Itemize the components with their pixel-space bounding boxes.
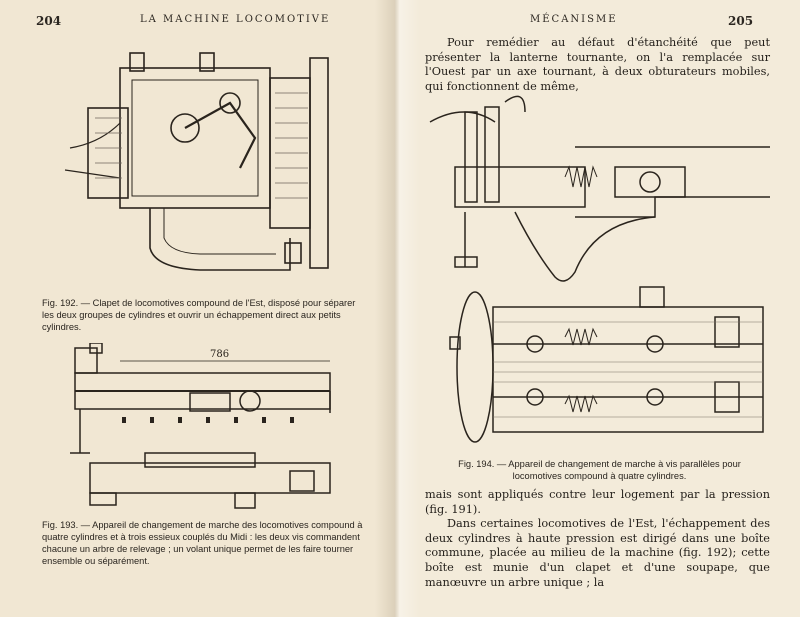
figure-193-caption: Fig. 193. — Appareil de changement de ma… [42, 520, 363, 566]
book-gutter [375, 0, 420, 617]
running-head-left: LA MACHINE LOCOMOTIVE [140, 14, 331, 25]
page-number-left: 204 [36, 14, 62, 28]
left-page: 204 LA MACHINE LOCOMOTIVE [0, 0, 395, 617]
running-head-right: MÉCANISME [530, 14, 618, 25]
paragraph-top-text: Pour remédier au défaut d'étanchéité que… [425, 36, 770, 93]
figure-193-drawing: 786 [70, 343, 331, 509]
figure-192-caption: Fig. 192. — Clapet de locomotives compou… [42, 298, 356, 332]
page-number-right: 205 [728, 14, 754, 28]
figure-194-caption: Fig. 194. — Appareil de changement de ma… [458, 459, 741, 481]
paragraph-top: Pour remédier au défaut d'étanchéité que… [425, 36, 770, 94]
paragraph-next-text: Dans certaines locomotives de l'Est, l'é… [425, 517, 770, 589]
right-page: MÉCANISME 205 Pour remédier au défaut d'… [395, 0, 800, 617]
figure-192-drawing [64, 52, 329, 271]
figure-194-drawing [429, 95, 770, 443]
paragraph-bottom: mais sont appliqués contre leur logement… [425, 488, 770, 590]
paragraph-continued-text: mais sont appliqués contre leur logement… [425, 488, 770, 516]
dimension-786: 786 [210, 349, 229, 360]
